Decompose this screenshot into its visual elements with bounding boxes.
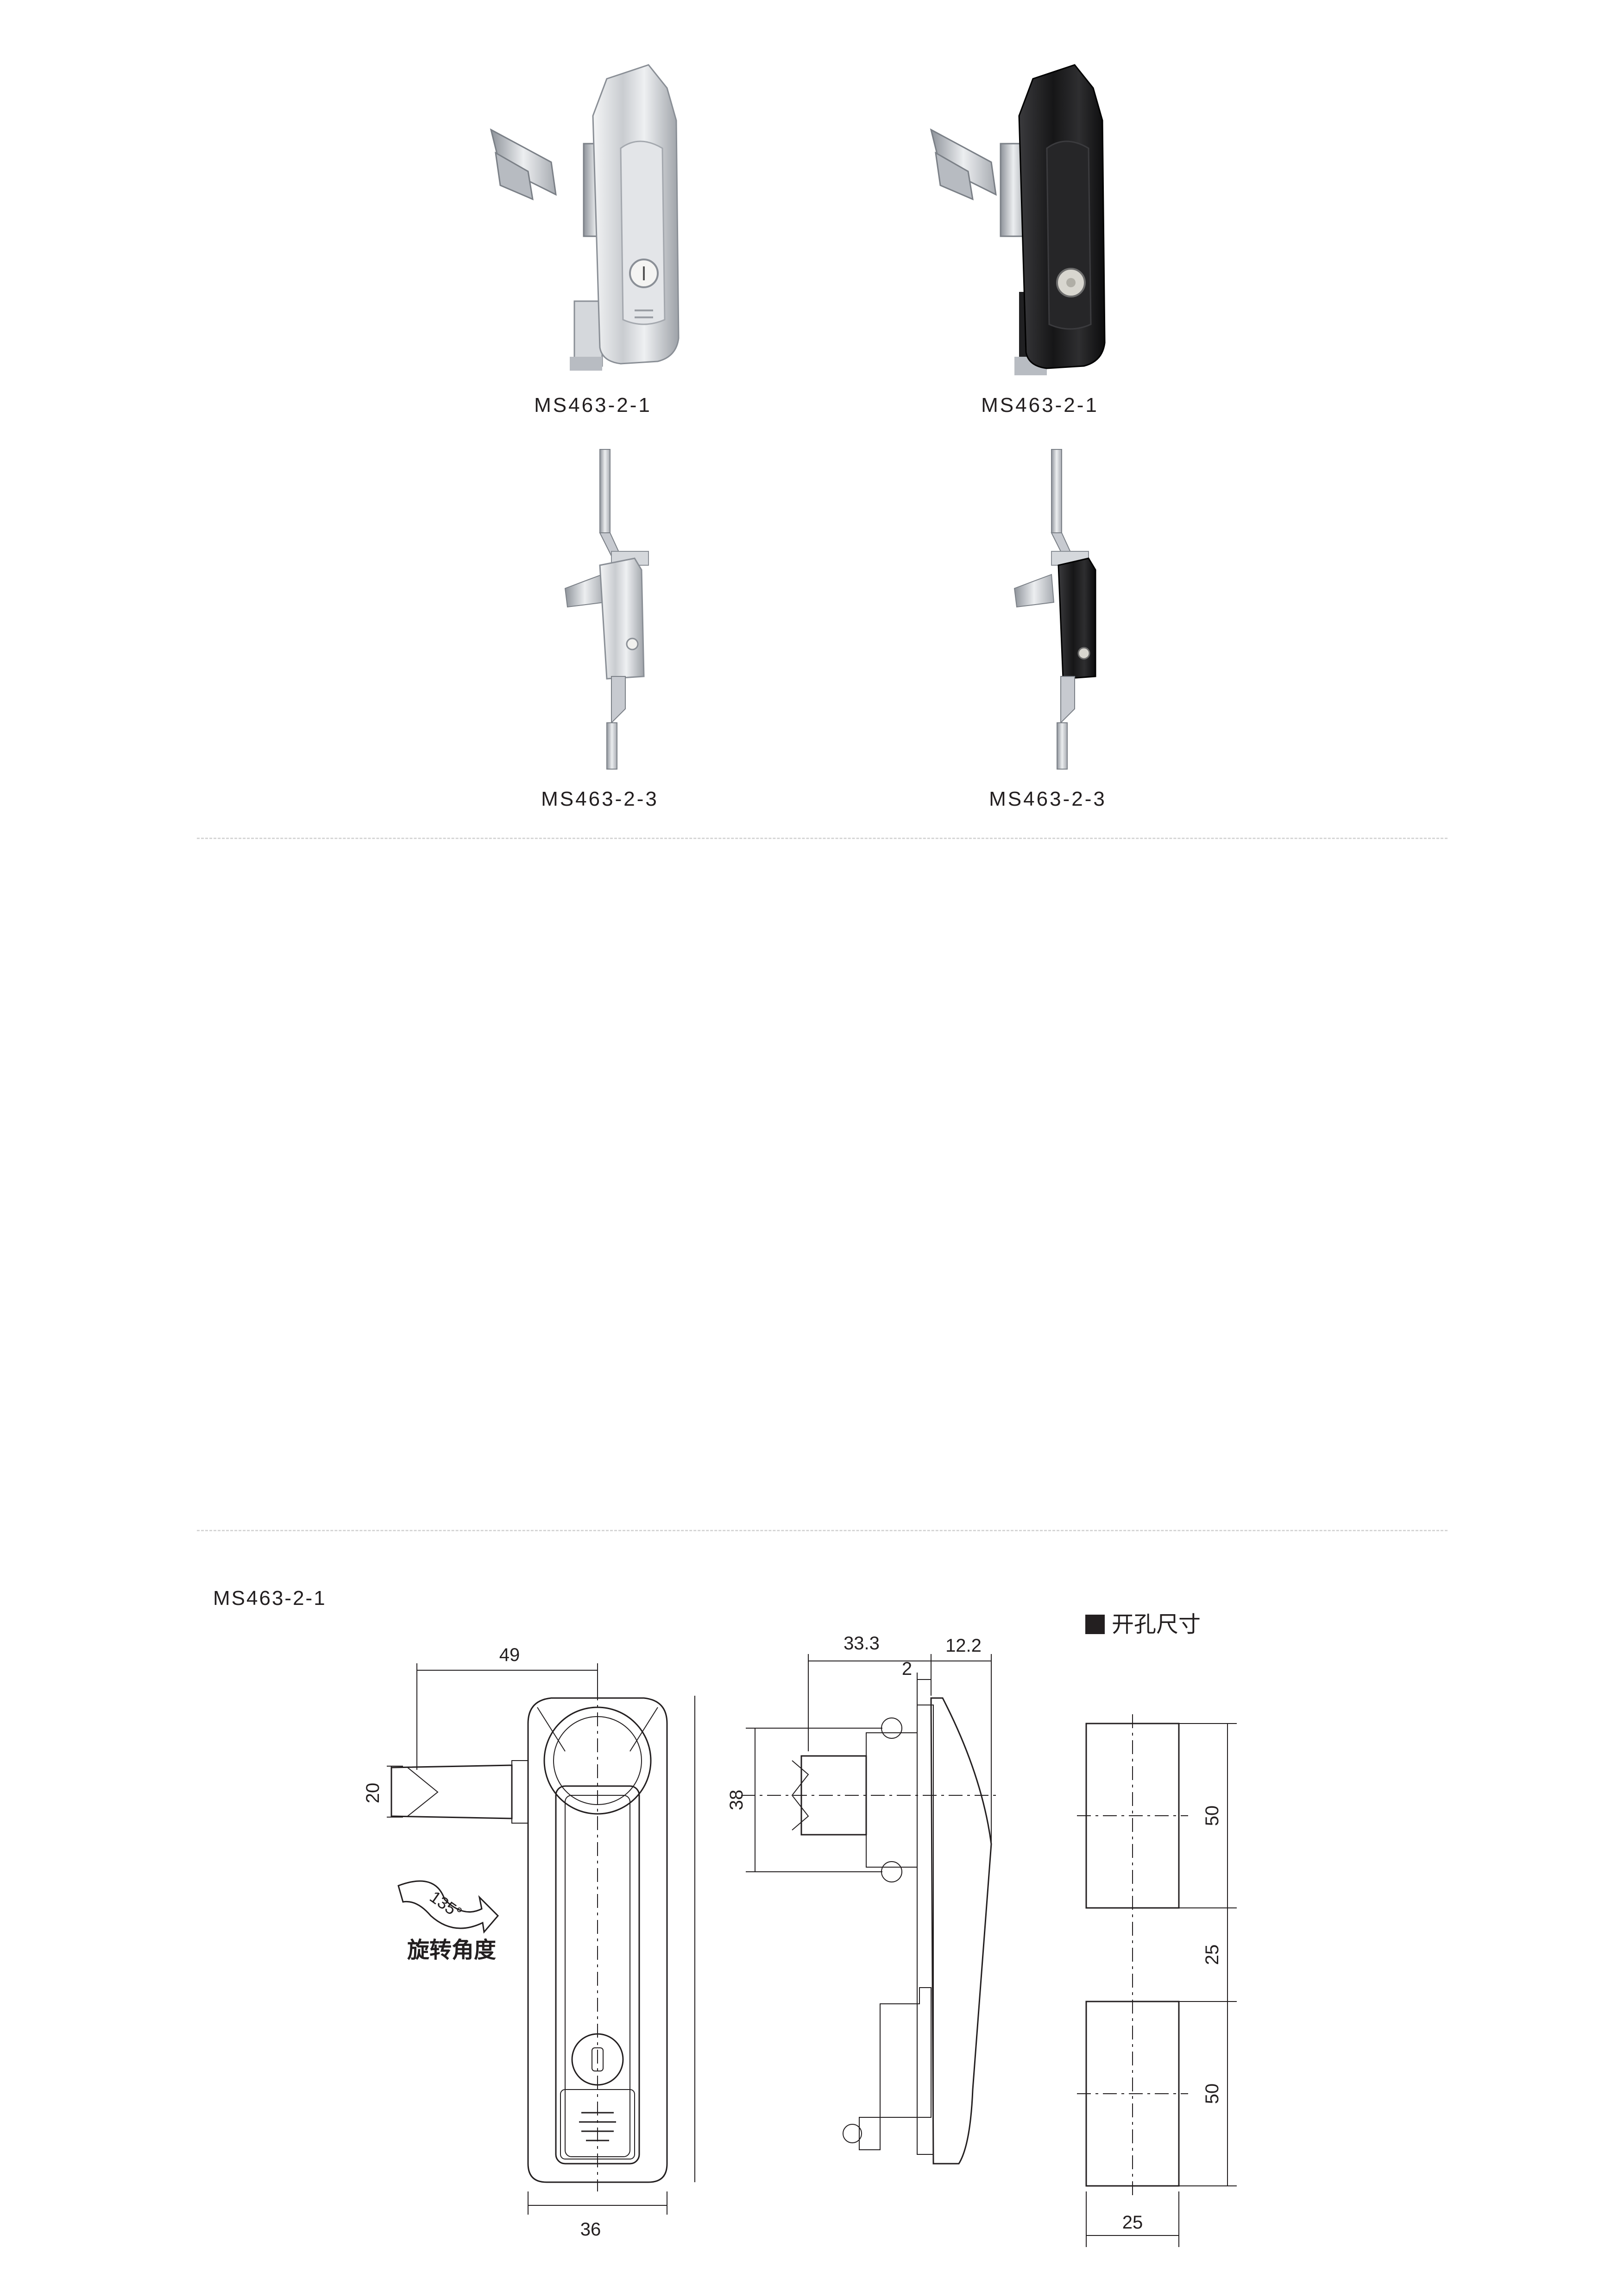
dim-side-offset: 12.2	[945, 1635, 982, 1656]
dim-front-height-left: 20	[363, 1783, 383, 1804]
rotation-arrow-icon	[397, 1880, 499, 1934]
product-caption-4: MS463-2-3	[989, 788, 1107, 810]
dim-cutout-height-2: 50	[1202, 2084, 1222, 2104]
product-image-black-2-1	[930, 64, 1106, 375]
product-caption-3: MS463-2-3	[541, 788, 659, 810]
dim-cutout-width: 25	[1122, 2212, 1143, 2233]
divider-top	[197, 838, 1448, 839]
dim-cutout-spacing: 25	[1202, 1945, 1222, 1965]
dim-side-gap: 2	[902, 1659, 912, 1679]
dim-side-height: 38	[726, 1790, 747, 1811]
product-image-chrome-2-1	[490, 64, 680, 371]
dim-side-depth: 33.3	[843, 1633, 880, 1654]
product-image-black-2-3	[1013, 449, 1096, 770]
cutout-title-marker-icon	[1085, 1615, 1105, 1634]
dim-front-width-top: 49	[499, 1645, 520, 1665]
product-gallery	[490, 64, 1106, 770]
divider-bottom	[197, 1530, 1448, 1531]
dim-cutout-height-1: 50	[1202, 1806, 1222, 1826]
rotation-caption: 旋转角度	[407, 1938, 496, 1963]
drawing-model-label: MS463-2-1	[213, 1587, 327, 1610]
cutout-title: 开孔尺寸	[1112, 1612, 1201, 1637]
side-view	[791, 1697, 992, 2165]
front-view-body	[527, 1697, 668, 2183]
technical-drawing: 49 20 36 135° 旋转角度 33.3 2 12.2 38 开孔尺	[363, 1612, 1237, 2247]
product-caption-2: MS463-2-1	[981, 394, 1099, 417]
product-image-chrome-2-3	[564, 449, 649, 770]
product-caption-1: MS463-2-1	[534, 394, 652, 417]
dim-front-width-bottom: 36	[580, 2219, 601, 2240]
